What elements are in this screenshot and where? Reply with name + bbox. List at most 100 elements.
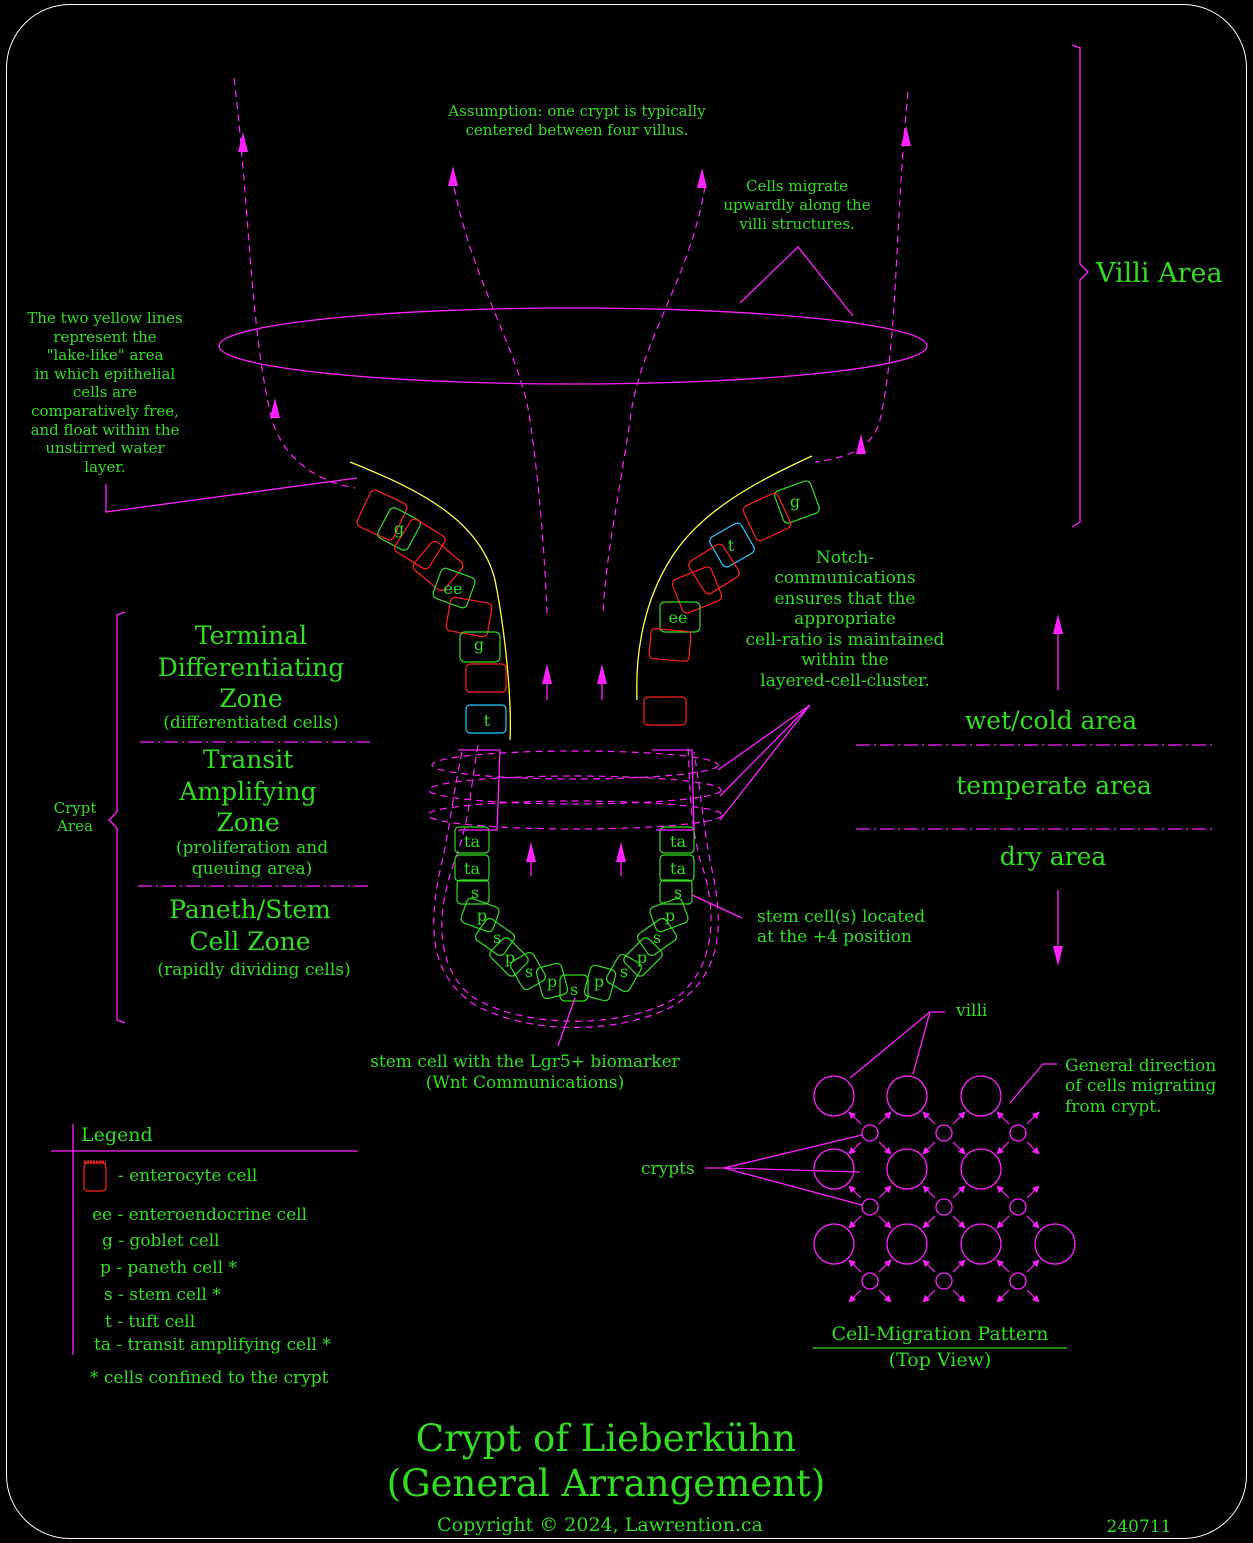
stem-plus4-note: stem cell(s) located at the +4 position	[757, 907, 925, 947]
migration-arrow	[1026, 1215, 1040, 1229]
crypt-area-label: Crypt Area	[54, 799, 97, 835]
migration-arrow	[1026, 1111, 1040, 1125]
migration-arrow	[922, 1259, 936, 1273]
title-block: Crypt of Lieberkühn (General Arrangement…	[387, 1417, 826, 1536]
migration-arrowheads	[238, 126, 911, 862]
yellow-note-line: comparatively free,	[31, 402, 179, 420]
villi-circles	[813, 1075, 1076, 1265]
lgr5-note: stem cell with the Lgr5+ biomarker (Wnt …	[370, 1052, 680, 1093]
migration-arrow	[1026, 1289, 1040, 1303]
migration-arrow	[1026, 1185, 1040, 1199]
cell-paneth: p	[665, 906, 675, 925]
yellow-note-line: layer.	[84, 458, 125, 476]
migration-arrow	[1026, 1141, 1040, 1155]
cell-stem: s	[653, 928, 661, 947]
terminal-zone-title: Differentiating	[158, 653, 345, 682]
stem-plus4-line: stem cell(s) located	[757, 907, 925, 927]
cell-labels: g ee g t ta ta s p s p s p s g t ee ta t…	[394, 492, 800, 999]
villi-migration-paths	[233, 77, 909, 1028]
cell-transit: ta	[464, 859, 480, 878]
migration-arrow	[922, 1289, 936, 1303]
notch-line: layered-cell-cluster.	[760, 671, 929, 691]
crypt-area-bracket	[108, 611, 126, 1024]
villi-pointer	[849, 1011, 945, 1079]
legend-item: ee - enteroendocrine cell	[92, 1205, 307, 1225]
yellow-note-line: represent the	[53, 328, 156, 346]
migration-arrow	[996, 1111, 1010, 1125]
up-arrow	[1053, 614, 1063, 634]
cell-stem: s	[471, 883, 479, 902]
yellow-note-pointer	[105, 477, 358, 513]
cell-tuft: t	[484, 711, 491, 730]
migration-top-view: villi crypts General direction of cells …	[641, 1001, 1216, 1371]
notch-note: Notch- communications ensures that the a…	[746, 548, 945, 691]
wet-cold-area: wet/cold area	[965, 706, 1137, 735]
migration-arrow	[996, 1289, 1010, 1303]
migration-arrow	[952, 1289, 966, 1303]
yellow-lines	[349, 455, 813, 741]
migrate-line: upwardly along the	[723, 196, 870, 214]
migration-arrow	[878, 1141, 892, 1155]
notch-line: cell-ratio is maintained	[746, 630, 945, 650]
paneth-zone-title: Paneth/Stem	[169, 895, 331, 924]
terminal-zone-title: Zone	[219, 684, 282, 713]
yellow-note-line: "lake-like" area	[47, 346, 164, 364]
villi-area-label: Villi Area	[1095, 258, 1223, 289]
migration-arrow	[996, 1259, 1010, 1273]
cell-stem: s	[493, 928, 501, 947]
cell-stem: s	[674, 883, 682, 902]
crypts-pointer	[705, 1134, 863, 1206]
migration-arrow	[996, 1185, 1010, 1199]
migration-arrow	[922, 1141, 936, 1155]
cell-transit: ta	[464, 832, 480, 851]
crypt-bottom-cells	[454, 826, 695, 1002]
terminal-zone-title: Terminal	[195, 621, 307, 650]
migration-arrow	[922, 1185, 936, 1199]
notch-line: within the	[801, 650, 888, 670]
lgr5-pointer	[557, 997, 576, 1047]
yellow-note-line: The two yellow lines	[27, 309, 182, 327]
cell-stem: s	[620, 962, 628, 981]
yellow-lines-note: The two yellow lines represent the "lake…	[27, 309, 182, 476]
transit-zone-title: Amplifying	[178, 777, 316, 806]
lgr5-line: (Wnt Communications)	[426, 1073, 625, 1093]
transit-zone-sub: (proliferation and	[176, 838, 328, 858]
version-code: 240711	[1107, 1517, 1172, 1537]
legend-item: t - tuft cell	[105, 1312, 195, 1332]
migration-arrow	[848, 1111, 862, 1125]
legend-item: ta - transit amplifying cell *	[94, 1335, 331, 1355]
notch-line: Notch-	[816, 548, 874, 568]
notch-line: ensures that the	[775, 589, 916, 609]
migration-caption-sub: (Top View)	[889, 1349, 992, 1371]
crypts-label: crypts	[641, 1159, 695, 1179]
cell-goblet: g	[790, 492, 800, 511]
direction-line: General direction	[1065, 1056, 1216, 1076]
paneth-zone-sub: (rapidly dividing cells)	[157, 960, 350, 980]
migrate-line: villi structures.	[738, 215, 855, 233]
legend-title: Legend	[81, 1124, 153, 1146]
migration-arrow	[878, 1289, 892, 1303]
migration-arrow	[996, 1215, 1010, 1229]
paneth-zone: Paneth/Stem Cell Zone (rapidly dividing …	[157, 895, 350, 980]
legend-item: s - stem cell *	[104, 1285, 221, 1305]
migration-arrow	[952, 1111, 966, 1125]
cell-transit: ta	[670, 859, 686, 878]
assumption-line: Assumption: one crypt is typically	[447, 102, 706, 120]
villi-label: villi	[955, 1001, 988, 1021]
cell-tuft: t	[728, 536, 735, 555]
transit-zone: Transit Amplifying Zone (proliferation a…	[176, 745, 328, 879]
paneth-zone-title: Cell Zone	[189, 927, 310, 956]
migration-arrow	[1026, 1259, 1040, 1273]
dry-area: dry area	[1000, 842, 1107, 871]
villi-area-bracket	[1071, 44, 1089, 528]
yellow-note-line: unstirred water	[45, 439, 165, 457]
migration-arrow	[952, 1141, 966, 1155]
notch-line: communications	[774, 568, 915, 588]
cell-paneth: p	[505, 948, 515, 967]
copyright: Copyright © 2024, Lawrention.ca	[437, 1514, 763, 1536]
stem-plus4-line: at the +4 position	[757, 927, 912, 947]
migration-arrow	[952, 1185, 966, 1199]
legend-item: g - goblet cell	[102, 1231, 220, 1251]
cell-goblet: g	[394, 519, 404, 538]
migration-arrow	[848, 1141, 862, 1155]
